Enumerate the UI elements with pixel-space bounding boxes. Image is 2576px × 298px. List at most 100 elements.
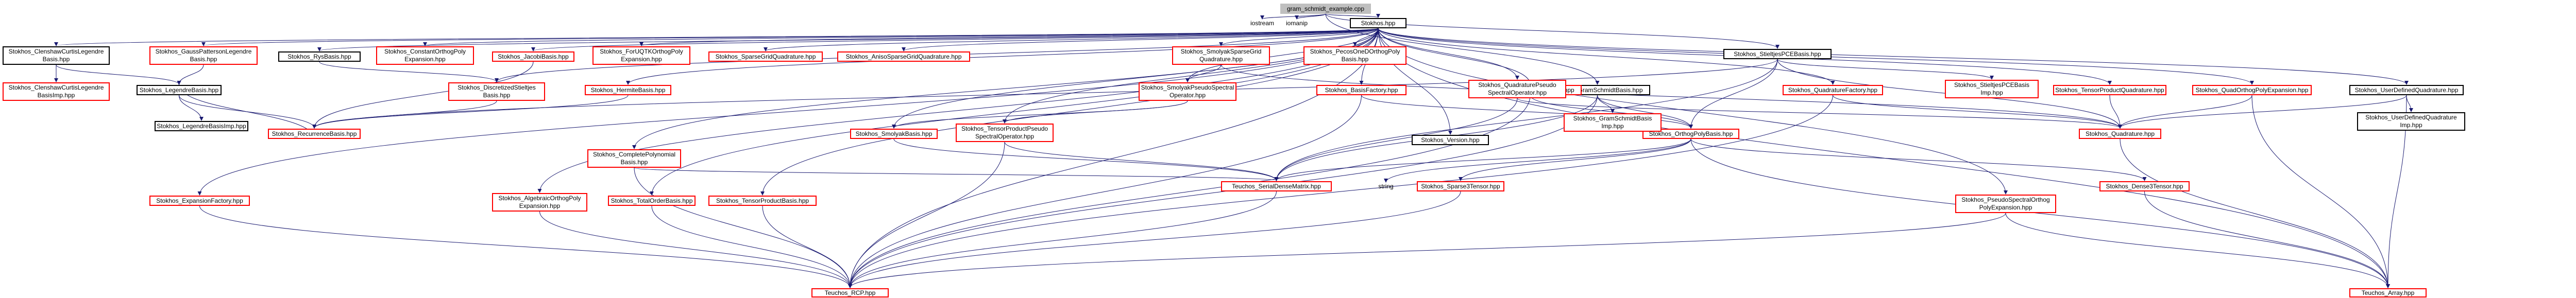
edge-basis_factory-to-orthog_poly_basis	[1361, 95, 1693, 129]
edge-tensor_pseudo-to-teuchos_serial_dense	[1004, 142, 1279, 181]
edge-stokhos-to-smolyak_pseudo	[1185, 28, 1379, 82]
edge-complete_poly-to-teuchos_rcp	[634, 167, 852, 288]
node-label-line: Basis.hpp	[190, 56, 217, 63]
node-stokhos-basis-factory-hpp[interactable]: Stokhos_BasisFactory.hpp	[1316, 85, 1406, 95]
edge-stokhos-to-tensor_pseudo	[1003, 28, 1379, 124]
edge-stokhos-to-jacobi	[531, 28, 1379, 51]
node-label-line: Basis.hpp	[483, 92, 511, 99]
node-stokhos-tensor-product-quadrature-hpp[interactable]: Stokhos_TensorProductQuadrature.hpp	[2053, 85, 2166, 95]
node-stokhos-orthog-poly-basis-hpp[interactable]: Stokhos_OrthogPolyBasis.hpp	[1642, 129, 1739, 139]
node-label-line: Quadrature.hpp	[1199, 56, 1243, 63]
node-label-line: Stokhos_RysBasis.hpp	[287, 52, 351, 60]
edge-quadrature_pseudo-to-teuchos_serial_dense	[1274, 98, 1518, 181]
node-label-line: Basis.hpp	[1341, 56, 1369, 63]
node-stokhos-sparse3-tensor-hpp[interactable]: Stokhos_Sparse3Tensor.hpp	[1417, 181, 1504, 191]
edge-gauss_patterson-to-legendre	[177, 64, 204, 85]
node-teuchos-array-hpp[interactable]: Teuchos_Array.hpp	[2349, 288, 2427, 297]
node-label-line: Basis.hpp	[42, 56, 70, 63]
node-iostream: iostream	[1250, 20, 1274, 27]
node-label-line: Stokhos_Sparse3Tensor.hpp	[1421, 182, 1500, 190]
edge-stokhos-to-user_defined_quad	[1378, 28, 2409, 85]
node-stokhos-total-order-basis-hpp[interactable]: Stokhos_TotalOrderBasis.hpp	[608, 196, 696, 206]
node-iomanip: iomanip	[1286, 20, 1308, 27]
edge-gram_schmidt-to-teuchos_rcp	[848, 95, 1598, 288]
edge-stieltjes_pce-to-orthog_poly_basis	[1689, 59, 1778, 129]
edge-stokhos-to-constant_orthog	[423, 28, 1379, 46]
edge-pseudo_spectral_orthog-to-teuchos_array	[2005, 213, 2390, 288]
node-label-line: Stokhos_QuadratureFactory.hpp	[1788, 86, 1878, 94]
node-stokhos-aniso-sparse-grid-quadrature-hpp[interactable]: Stokhos_AnisoSparseGridQuadrature.hpp	[837, 51, 970, 62]
node-stokhos-dense3-tensor-hpp[interactable]: Stokhos_Dense3Tensor.hpp	[2099, 181, 2190, 191]
node-label-line: iomanip	[1285, 20, 1308, 27]
node-stokhos-tensor-product-basis-hpp[interactable]: Stokhos_TensorProductBasis.hpp	[708, 196, 817, 206]
node-label-line: Imp.hpp	[1980, 89, 2003, 96]
node-stokhos-stieltjes-pce-basis-hpp[interactable]: Stokhos_StieltjesPCEBasis.hpp	[1723, 49, 1832, 59]
node-stokhos-smolyak-basis-hpp[interactable]: Stokhos_SmolyakBasis.hpp	[850, 129, 938, 139]
node-stokhos-rys-basis-hpp[interactable]: Stokhos_RysBasis.hpp	[278, 51, 361, 62]
edge-user_defined_quad-to-user_defined_quad_imp	[2406, 95, 2413, 112]
node-stokhos-legendre-basis-hpp[interactable]: Stokhos_LegendreBasis.hpp	[137, 85, 222, 95]
node-stokhos-version-hpp[interactable]: Stokhos_Version.hpp	[1412, 135, 1489, 145]
edge-stieltjes_pce-to-recurrence	[312, 59, 1778, 129]
edge-stokhos-to-pseudo_spectral_orthog	[1378, 28, 2008, 195]
node-label-line: Stokhos_TensorProductBasis.hpp	[716, 197, 809, 204]
edge-stokhos-to-sparse_grid_quad	[764, 28, 1379, 51]
node-label-line: Stokhos_RecurrenceBasis.hpp	[272, 130, 357, 137]
edge-sparse3tensor-to-teuchos_rcp	[848, 191, 1461, 288]
node-stokhos-hermite-basis-hpp[interactable]: Stokhos_HermiteBasis.hpp	[585, 85, 671, 95]
edge-expansion_factory-to-teuchos_rcp	[199, 205, 852, 288]
node-stokhos-hpp[interactable]: Stokhos.hpp	[1350, 18, 1406, 28]
node-stokhos-user-defined-quadrature-hpp[interactable]: Stokhos_UserDefinedQuadrature.hpp	[2349, 85, 2464, 95]
edge-stokhos-to-smolyak_basis	[892, 28, 1379, 129]
edge-gram_schmidt-to-orthog_poly_basis	[1597, 95, 1693, 129]
edge-quadrature_factory-to-quadrature	[1833, 95, 2122, 129]
node-stokhos-recurrence-basis-hpp[interactable]: Stokhos_RecurrenceBasis.hpp	[268, 129, 361, 139]
node-stokhos-sparse-grid-quadrature-hpp[interactable]: Stokhos_SparseGridQuadrature.hpp	[708, 51, 823, 62]
node-stokhos-expansion-factory-hpp[interactable]: Stokhos_ExpansionFactory.hpp	[149, 196, 250, 206]
node-stokhos-quadrature-hpp[interactable]: Stokhos_Quadrature.hpp	[2079, 129, 2161, 139]
edge-tensor_product_basis-to-teuchos_rcp	[762, 205, 852, 288]
node-stokhos-legendre-basis-imp-hpp[interactable]: Stokhos_LegendreBasisImp.hpp	[155, 121, 248, 131]
node-label-line: Stokhos_ForUQTKOrthogPoly	[600, 48, 683, 55]
edge-stokhos-to-forudcpp	[639, 28, 1379, 46]
node-label-line: Stokhos_QuadraturePseudo	[1478, 81, 1556, 89]
node-label-line: Stokhos_SparseGridQuadrature.hpp	[715, 52, 816, 60]
edge-stokhos-to-smolyak_sparse_grid_quad	[1219, 28, 1379, 46]
edge-stokhos-to-anisosparse	[902, 28, 1379, 51]
node-stokhos-quad-orthog-poly-expansion-hpp[interactable]: Stokhos_QuadOrthogPolyExpansion.hpp	[2192, 85, 2312, 95]
node-label-line: Stokhos_SmolyakBasis.hpp	[855, 130, 933, 137]
node-label-line: Stokhos_QuadOrthogPolyExpansion.hpp	[2195, 86, 2309, 94]
edge-root-to-stokhos	[1325, 13, 1380, 18]
node-label-line: Stokhos_ConstantOrthogPoly	[384, 48, 466, 55]
node-string: string	[1378, 183, 1393, 190]
node-label-line: Stokhos_DiscretizedStieltjes	[457, 84, 536, 91]
node-label-line: Operator.hpp	[1169, 92, 1206, 99]
node-label-line: Stokhos_SmolyakPseudoSpectral	[1141, 84, 1234, 91]
node-teuchos-rcp-hpp[interactable]: Teuchos_RCP.hpp	[811, 288, 889, 297]
node-label-line: Stokhos_Dense3Tensor.hpp	[2106, 182, 2183, 190]
node-gram-schmidt-example-cpp[interactable]: gram_schmidt_example.cpp	[1280, 4, 1371, 14]
edge-stieltjes_pce-to-teuchos_serial_dense	[1274, 59, 1778, 181]
node-label-line: Teuchos_RCP.hpp	[824, 289, 876, 296]
node-teuchos-serial-dense-matrix-hpp[interactable]: Teuchos_SerialDenseMatrix.hpp	[1221, 181, 1332, 191]
node-stokhos-quadrature-factory-hpp[interactable]: Stokhos_QuadratureFactory.hpp	[1783, 85, 1883, 95]
node-stokhos-jacobi-basis-hpp[interactable]: Stokhos_JacobiBasis.hpp	[492, 51, 574, 62]
